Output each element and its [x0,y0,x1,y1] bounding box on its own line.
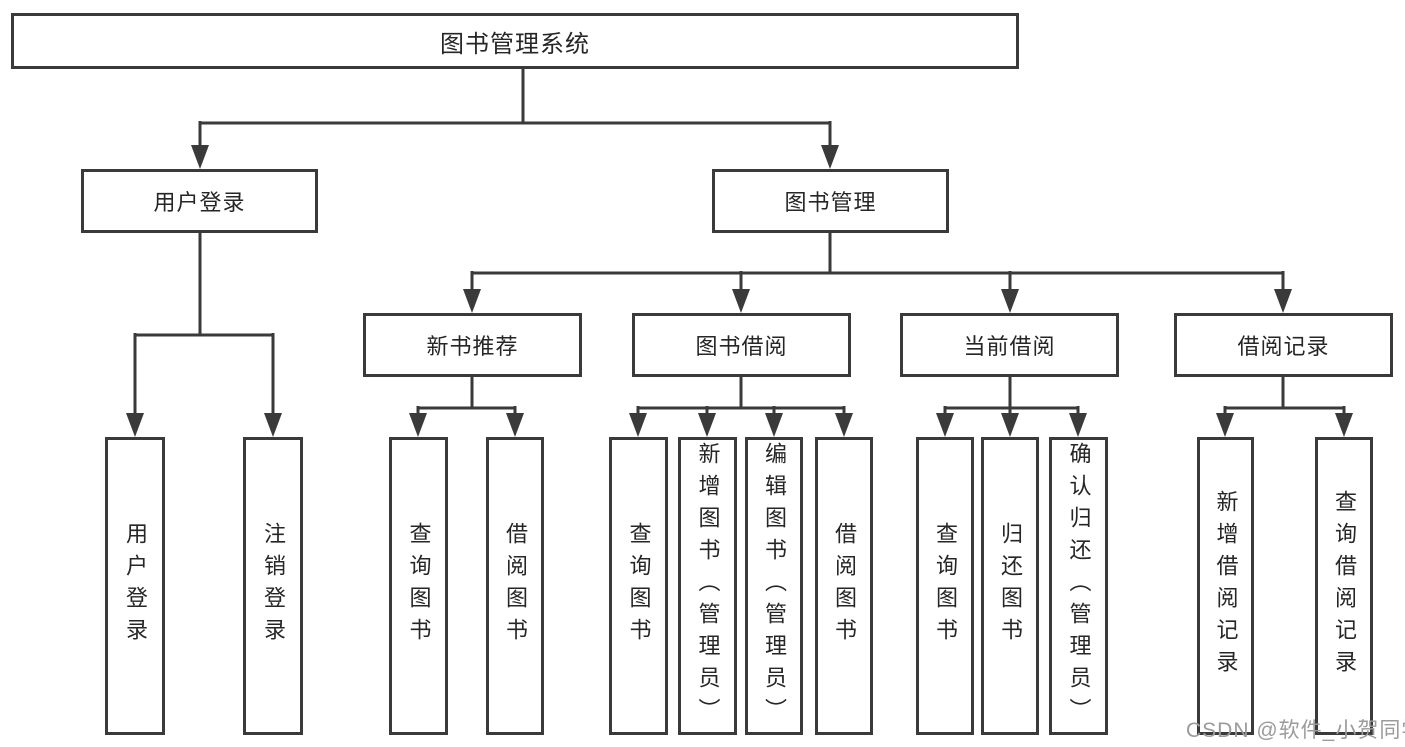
node-query-books-borrow: 查询图书 [609,437,668,735]
arrowhead-icon [126,413,144,437]
node-edit-book-admin: 编辑图书（管理员） [745,437,803,735]
connector-book-management-to-level3 [463,233,1292,313]
node-label: 当前借阅 [963,334,1056,359]
arrowhead-icon [1001,289,1019,313]
node-borrow-books-leaf: 借阅图书 [815,437,873,735]
connector-current-borrow-branch [936,377,1087,437]
arrowhead-icon [629,413,647,437]
node-book-management: 图书管理 [712,169,949,233]
arrowhead-icon [765,413,783,437]
arrowhead-icon [1335,413,1353,437]
arrowhead-icon [821,145,839,169]
node-label: 图书管理系统 [440,30,590,58]
node-confirm-return-admin: 确认归还（管理员） [1049,437,1108,735]
node-label: 图书借阅 [695,334,788,359]
arrowhead-icon [463,289,481,313]
connector-new-book-recommend-branch [409,377,524,437]
node-query-books-recommend: 查询图书 [389,437,448,735]
node-label: 图书管理 [784,190,877,215]
node-return-books: 归还图书 [981,437,1039,735]
arrowhead-icon [732,289,750,313]
arrowhead-icon [1001,413,1019,437]
node-label: 借阅图书 [832,522,857,650]
node-label: 用户登录 [123,522,148,650]
node-label: 确认归还（管理员） [1066,442,1092,730]
node-label: 查询图书 [933,522,958,650]
node-new-book-recommend: 新书推荐 [363,313,582,377]
connector-user-login-branch [126,233,282,437]
node-label: 新增图书（管理员） [695,442,721,730]
node-label: 查询借阅记录 [1332,490,1357,682]
arrowhead-icon [1069,413,1087,437]
node-label: 归还图书 [998,522,1023,650]
arrowhead-icon [936,413,954,437]
node-label: 用户登录 [153,190,246,215]
node-label: 借阅记录 [1237,334,1330,359]
node-borrow-books-recommend: 借阅图书 [486,437,544,735]
arrowhead-icon [409,413,427,437]
node-user-login-leaf: 用户登录 [105,437,165,735]
arrowhead-icon [1274,289,1292,313]
node-logout-leaf: 注销登录 [243,437,303,735]
arrowhead-icon [1216,413,1234,437]
connector-borrow-record-branch [1216,377,1353,437]
arrowhead-icon [835,413,853,437]
arrowhead-icon [698,413,716,437]
node-borrow-record: 借阅记录 [1174,313,1393,377]
node-user-login: 用户登录 [81,169,318,233]
node-query-borrow-record: 查询借阅记录 [1315,437,1373,735]
connector-book-borrow-branch [629,377,853,437]
node-label: 查询图书 [626,522,652,650]
node-add-book-admin: 新增图书（管理员） [678,437,737,735]
node-label: 借阅图书 [503,522,528,650]
connector-root-to-level2 [191,68,839,169]
arrowhead-icon [264,413,282,437]
node-label: 注销登录 [261,522,286,650]
node-label: 编辑图书（管理员） [762,442,787,730]
node-label: 查询图书 [406,522,432,650]
node-add-borrow-record: 新增借阅记录 [1197,437,1254,735]
node-query-books-current: 查询图书 [916,437,974,735]
arrowhead-icon [191,145,209,169]
node-book-borrow: 图书借阅 [632,313,851,377]
node-current-borrow: 当前借阅 [900,313,1119,377]
arrowhead-icon [506,413,524,437]
node-label: 新增借阅记录 [1213,490,1239,682]
node-library-system: 图书管理系统 [11,13,1019,69]
csdn-watermark: CSDN @软件_小贺同学 [1186,719,1405,742]
node-label: 新书推荐 [426,334,519,359]
